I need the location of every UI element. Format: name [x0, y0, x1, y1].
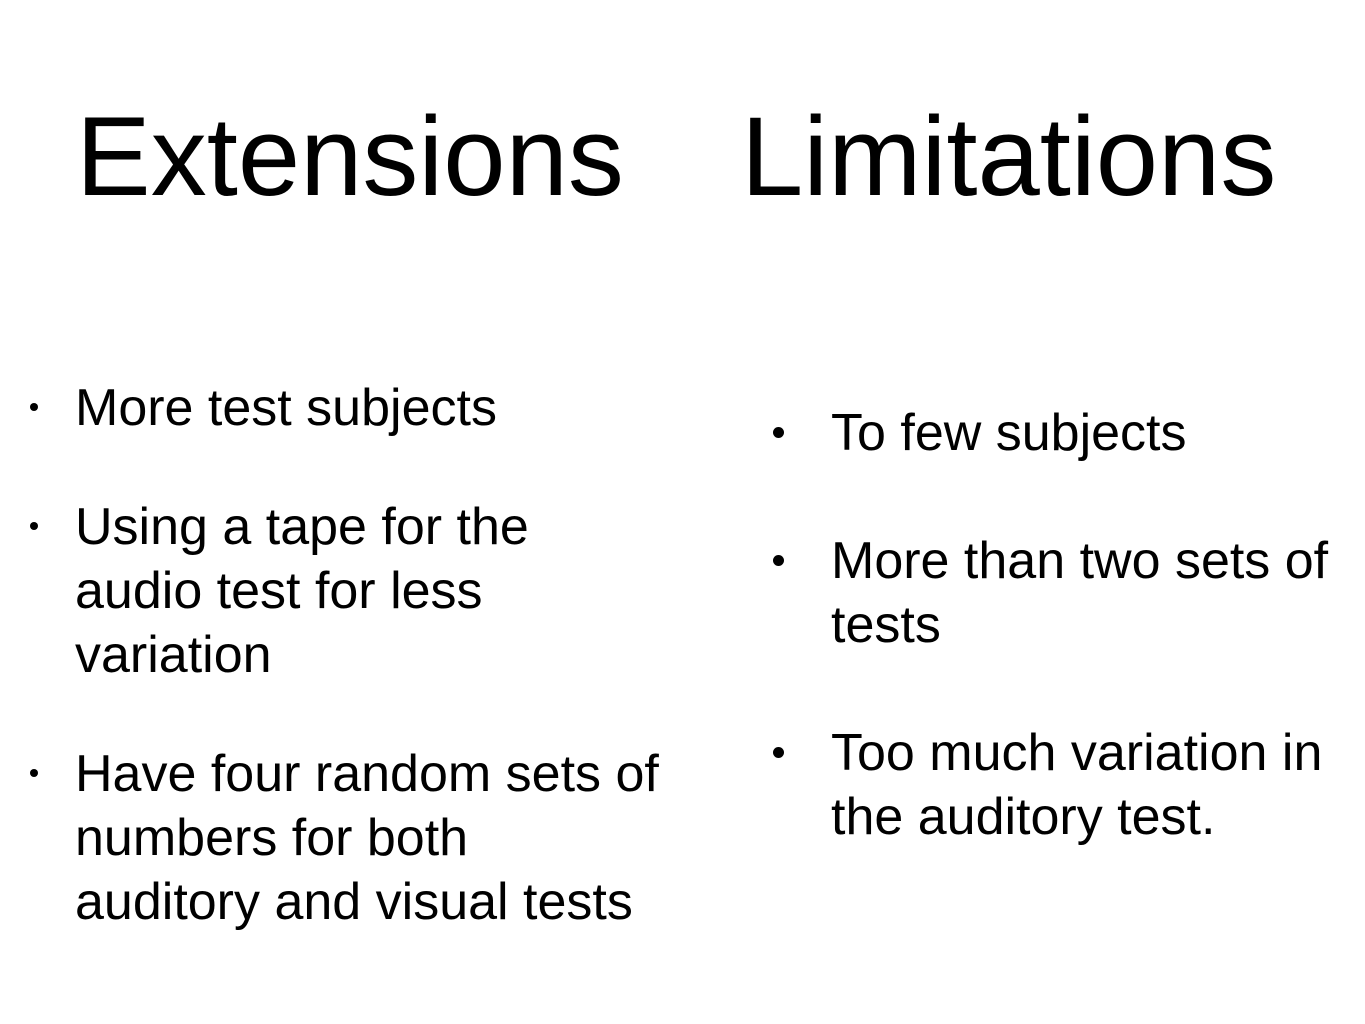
limitations-item-text: More than two sets of tests — [831, 532, 1329, 654]
bullet-dot-icon — [30, 403, 38, 411]
extensions-list-item: Have four random sets of numbers for bot… — [30, 742, 665, 934]
extensions-item-text: More test subjects — [75, 379, 497, 437]
extensions-item-text: Have four random sets of numbers for bot… — [75, 745, 659, 931]
extensions-list-item: More test subjects — [30, 376, 665, 440]
limitations-list-item: To few subjects — [773, 401, 1331, 465]
limitations-list: To few subjects More than two sets of te… — [773, 401, 1331, 849]
bullet-dot-icon — [30, 522, 38, 530]
bullet-dot-icon — [773, 747, 784, 758]
limitations-heading: Limitations — [741, 94, 1277, 219]
limitations-item-text: To few subjects — [831, 404, 1187, 462]
limitations-list-item: Too much variation in the auditory test. — [773, 721, 1331, 849]
extensions-list-item: Using a tape for the audio test for less… — [30, 495, 665, 687]
limitations-list-item: More than two sets of tests — [773, 529, 1331, 657]
bullet-dot-icon — [30, 769, 38, 777]
bullet-dot-icon — [773, 555, 784, 566]
bullet-dot-icon — [773, 427, 784, 438]
extensions-list: More test subjects Using a tape for the … — [30, 376, 665, 934]
extensions-item-text: Using a tape for the audio test for less… — [75, 498, 529, 684]
extensions-heading: Extensions — [76, 94, 624, 219]
limitations-item-text: Too much variation in the auditory test. — [831, 724, 1323, 846]
